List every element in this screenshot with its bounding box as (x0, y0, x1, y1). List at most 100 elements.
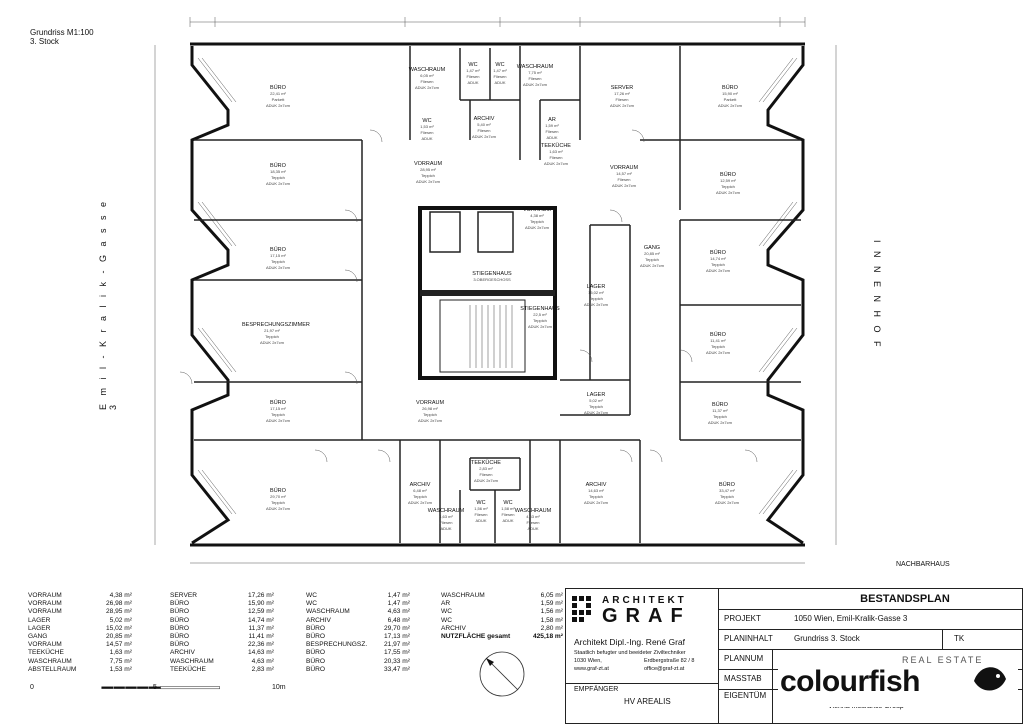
room-floor: Fliesen (549, 155, 563, 160)
area-room-name: TEEKÜCHE (170, 665, 206, 673)
room-h: ADUK 2x7cm (639, 263, 664, 268)
outer-walls (190, 42, 805, 547)
room-area: 1,53 m² (420, 124, 434, 129)
area-room-value: 1,56 m² (540, 608, 563, 616)
room-area: 15,02 m² (588, 290, 604, 295)
room-h: ADUK 2x7cm (259, 340, 284, 345)
brand-tagline: REAL ESTATE (902, 655, 984, 665)
area-room-name: WC (441, 616, 452, 624)
area-room-value: 4,63 m² (387, 608, 410, 616)
area-room-value: 20,33 m² (383, 657, 410, 665)
room-area: 7,75 m² (528, 70, 542, 75)
area-room-value: 12,59 m² (247, 608, 274, 616)
plan-floor-title: 3. Stock (30, 37, 59, 46)
room-floor: Fliesen (420, 79, 434, 84)
area-room-value: 6,48 m² (387, 616, 410, 624)
area-room-name: BÜRO (170, 624, 190, 632)
recipient-label: EMPFÄNGER (574, 686, 619, 693)
room-area: 21,97 m² (264, 328, 280, 333)
area-room-name: VORRAUM (28, 592, 62, 599)
architect-logo-icon (572, 596, 591, 622)
room-floor: Teppich (530, 219, 544, 224)
room-h: ADUK 2x7cm (705, 268, 730, 273)
dimension-lines (154, 17, 837, 564)
plan-type-row: BESTANDSPLAN (718, 589, 1022, 610)
room-name: BÜRO (270, 163, 286, 169)
room-area: 4,63 m² (439, 514, 453, 519)
room-h: ADUK 2x7cm (524, 225, 549, 230)
area-room-name: LAGER (28, 624, 51, 632)
area-room-value: 1,59 m² (540, 600, 563, 608)
room-floor: Teppich (421, 173, 435, 178)
architect-box: ARCHITEKT GRAF Architekt Dipl.-Ing. René… (566, 589, 719, 723)
logo-architekt: ARCHITEKT (602, 595, 687, 606)
area-room-value: 4,63 m² (251, 657, 274, 665)
room-area: 17,15 m² (270, 253, 286, 258)
room-h: ADUK 2x7cm (265, 265, 290, 270)
room-name: ARCHIV (585, 482, 607, 488)
area-room-value: 28,95 m² (105, 608, 132, 616)
room-h: ADUK 2x7cm (522, 82, 547, 87)
scale-label: MASSTAB (724, 674, 762, 683)
windows-right (758, 57, 798, 515)
room-name: WASCHRAUM (516, 64, 554, 70)
scale-ten: 10m (272, 684, 286, 691)
room-floor: Teppich (645, 257, 659, 262)
area-room-name: VORRAUM (28, 608, 62, 616)
area-room-value: 22,36 m² (247, 641, 274, 649)
area-room-value: 11,41 m² (248, 633, 274, 641)
room-area: 33,47 m² (719, 488, 735, 493)
area-room-name: TEEKÜCHE (28, 649, 64, 657)
room-h: ADUK 2x7cm (471, 134, 496, 139)
room-area: 1,47 m² (493, 68, 507, 73)
room-floor: Parkett (723, 97, 737, 102)
room-area: 15,90 m² (722, 91, 738, 96)
room-area: 6,05 m² (420, 73, 434, 78)
area-room-value: 14,63 m² (247, 649, 274, 657)
logo-graf: GRAF (602, 605, 691, 627)
interior-walls (194, 46, 801, 543)
room-area: 1,56 m² (474, 506, 488, 511)
area-room-name: ABSTELLRAUM (28, 665, 77, 673)
room-name: WC (476, 500, 486, 506)
area-room-value: 14,74 m² (247, 616, 274, 624)
room-name: STIEGENHAUS (520, 306, 560, 312)
room-name: LAGER (586, 284, 606, 290)
area-room-name: ARCHIV (170, 649, 195, 657)
room-floor: Parkett (271, 97, 285, 102)
area-room-name: BÜRO (306, 665, 326, 673)
room-name: BÜRO (270, 488, 286, 494)
room-area: 2,83 m² (479, 466, 493, 471)
content-value: Grundriss 3. Stock (794, 634, 860, 643)
architect-title: Staatlich befugter und beeideter Zivilte… (574, 650, 686, 656)
architect-city: 1030 Wien, (574, 658, 602, 664)
area-total: NUTZFLÄCHE gesamt 425,18 m² (441, 633, 563, 641)
room-h: ADUK 2x7cm (407, 500, 432, 505)
room-floor: Teppich (713, 414, 727, 419)
room-name: AR (548, 117, 556, 123)
room-area: 11,41 m² (710, 338, 726, 343)
scale-zero: 0 (30, 684, 34, 691)
room-name: VORRAUM (413, 161, 443, 167)
area-room-value: 4,38 m² (109, 592, 132, 599)
